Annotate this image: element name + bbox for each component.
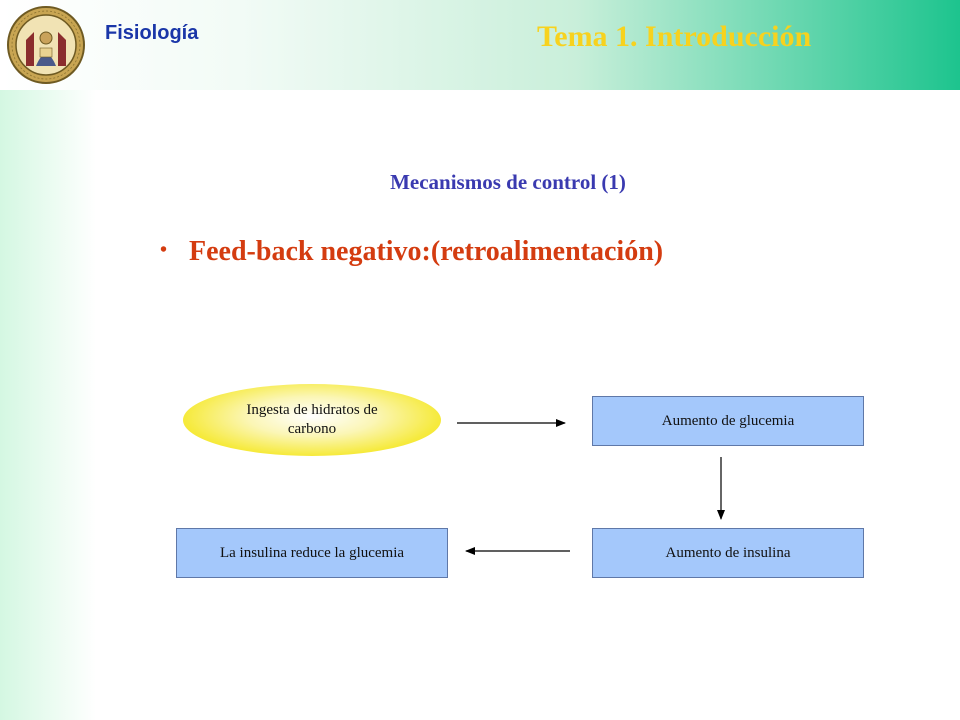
slide-title: Mecanismos de control (1) — [390, 170, 626, 194]
insulin-rise-box: Aumento de insulina — [592, 528, 864, 578]
bullet-item: • Feed-back negativo:(retroalimentación) — [160, 236, 663, 268]
intake-label: Ingesta de hidratos de carbono — [246, 402, 378, 437]
insulin-reduces-box: La insulina reduce la glucemia — [176, 528, 448, 578]
glucose-rise-box: Aumento de glucemia — [592, 396, 864, 446]
bullet-dot: • — [160, 239, 168, 261]
left-gradient-band — [0, 90, 96, 720]
topic-title: Tema 1. Introducción — [537, 20, 812, 53]
university-seal-icon — [7, 6, 85, 84]
glucose-rise-label: Aumento de glucemia — [661, 412, 795, 429]
insulin-rise-label: Aumento de insulina — [665, 544, 791, 561]
intake-ellipse: Ingesta de hidratos de carbono — [183, 384, 441, 456]
course-name: Fisiología — [105, 22, 199, 44]
insulin-reduces-label: La insulina reduce la glucemia — [219, 544, 405, 561]
bullet-text: Feed-back negativo:(retroalimentación) — [189, 236, 664, 267]
header-band — [0, 0, 960, 90]
